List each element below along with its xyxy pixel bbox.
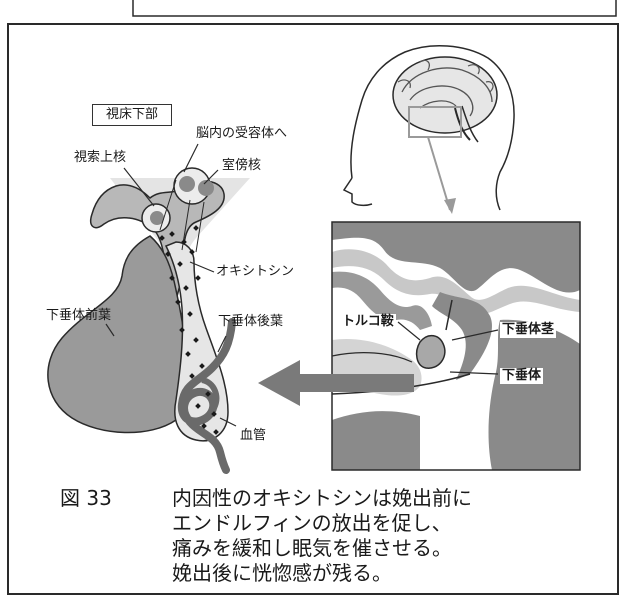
caption-line-2: エンドルフィンの放出を促し、 xyxy=(172,511,452,535)
pituitary-label: 下垂体 xyxy=(500,368,544,384)
zoom-box xyxy=(408,106,462,138)
anterior-pituitary-label: 下垂体前葉 xyxy=(46,308,112,323)
paraventricular-nucleus-label: 室傍核 xyxy=(222,158,262,173)
pituitary-cross-section xyxy=(331,221,581,471)
head-brain-illustration xyxy=(342,45,515,214)
direction-arrow xyxy=(258,360,414,406)
caption-line-3: 痛みを緩和し眠気を催させる。 xyxy=(172,536,452,560)
oxytocin-label: オキシトシン xyxy=(216,264,295,279)
pituitary-schematic xyxy=(47,143,250,474)
caption-line-4: 娩出後に恍惚感が残る。 xyxy=(172,561,392,585)
sella-turcica-label: トルコ鞍 xyxy=(340,314,396,330)
posterior-pituitary-label: 下垂体後葉 xyxy=(218,314,284,329)
hypothalamus-label: 視床下部 xyxy=(92,104,172,126)
supraoptic-nucleus-label: 視索上核 xyxy=(74,150,127,165)
blood-vessel-label: 血管 xyxy=(240,428,267,443)
caption-line-1: 内因性のオキシトシンは娩出前に xyxy=(172,486,472,510)
pituitary-stalk-label: 下垂体茎 xyxy=(500,322,557,338)
brain-receptor-label: 脳内の受容体へ xyxy=(196,126,288,141)
top-frame-remnant xyxy=(132,0,617,17)
figure-frame xyxy=(7,23,619,595)
figure-number: 図 33 xyxy=(60,486,112,510)
oxytocin-granules xyxy=(159,225,219,435)
figure-caption: 図 33 内因性のオキシトシンは娩出前に エンドルフィンの放出を促し、 痛みを緩和… xyxy=(60,486,600,586)
